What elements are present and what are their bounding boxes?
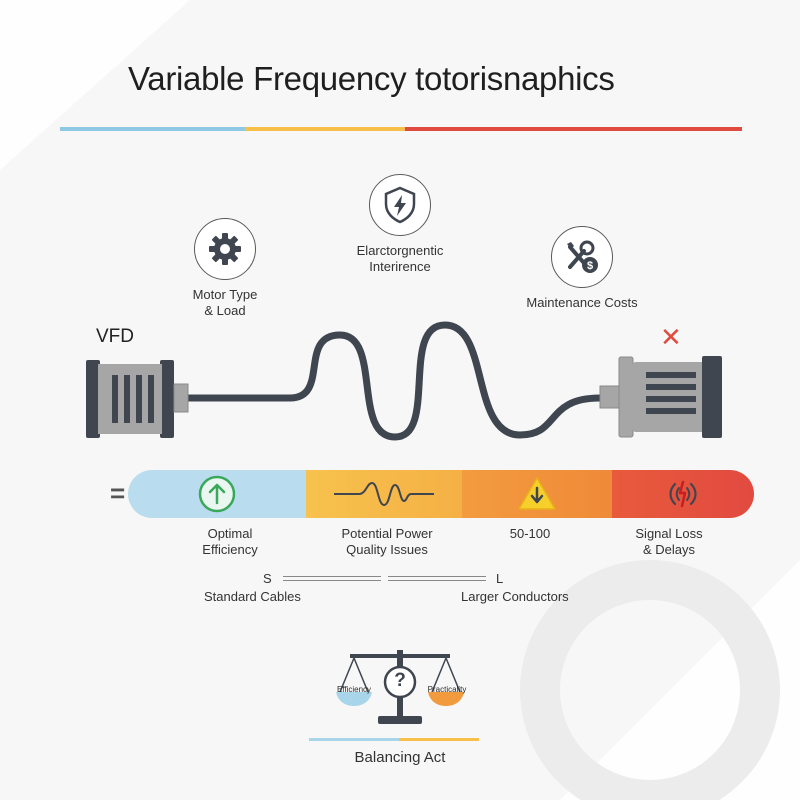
short-cable-marker: S bbox=[263, 571, 272, 586]
scale-label-power-quality: Potential Power Quality Issues bbox=[341, 526, 433, 557]
wrench-dollar-icon: $ bbox=[551, 226, 613, 288]
factor-label: Elarctorgnentic Interirence bbox=[356, 243, 444, 274]
larger-cable-line bbox=[388, 576, 486, 581]
standard-cable-line bbox=[283, 576, 381, 581]
vfd-unit bbox=[86, 360, 189, 438]
scale-label-optimal: Optimal Efficiency bbox=[202, 526, 258, 557]
factor-maintenance: $ Maintenance Costs bbox=[522, 226, 642, 311]
long-cable-marker: L bbox=[496, 571, 504, 586]
scale-label-signal-loss: Signal Loss & Delays bbox=[635, 526, 703, 557]
svg-text:$: $ bbox=[587, 260, 593, 272]
equals-sign: = bbox=[110, 478, 126, 508]
waveform-icon bbox=[334, 481, 434, 507]
warning-triangle-icon bbox=[518, 477, 556, 510]
scale-segment-signal-loss bbox=[612, 470, 754, 518]
impact-scale-bar bbox=[128, 470, 754, 518]
factor-motor-type: Motor Type & Load bbox=[170, 218, 280, 319]
scale-segment-optimal bbox=[128, 470, 306, 518]
gear-icon bbox=[194, 218, 256, 280]
factor-label: Motor Type & Load bbox=[192, 287, 258, 318]
standard-cables-label: Standard Cables bbox=[204, 589, 301, 604]
page-title: Variable Frequency totorisnaphics bbox=[128, 60, 615, 97]
factor-label: Maintenance Costs bbox=[526, 295, 638, 310]
arrow-up-circle-icon bbox=[198, 475, 236, 513]
shield-lightning-icon bbox=[369, 174, 431, 236]
larger-conductors-label: Larger Conductors bbox=[461, 589, 569, 604]
efficiency-pan-label: Efficiency bbox=[336, 685, 372, 694]
practicality-pan-label: Practicality bbox=[427, 685, 467, 694]
scale-segment-cable-length bbox=[462, 470, 612, 518]
balancing-act-label: Balancing Act bbox=[354, 749, 446, 766]
signal-loss-icon bbox=[669, 480, 697, 508]
vfd-label: VFD bbox=[96, 326, 134, 347]
factor-emi: Elarctorgnentic Interirence bbox=[340, 174, 460, 275]
question-mark-icon: ? bbox=[394, 670, 406, 691]
title-underline bbox=[60, 127, 742, 131]
x-mark-icon: ✕ bbox=[660, 322, 682, 352]
motor-unit bbox=[599, 356, 722, 438]
balance-underline bbox=[309, 738, 479, 741]
scale-label-cable-length: 50-100 bbox=[509, 526, 551, 541]
cable bbox=[184, 321, 614, 441]
scale-segment-power-quality bbox=[306, 470, 462, 518]
